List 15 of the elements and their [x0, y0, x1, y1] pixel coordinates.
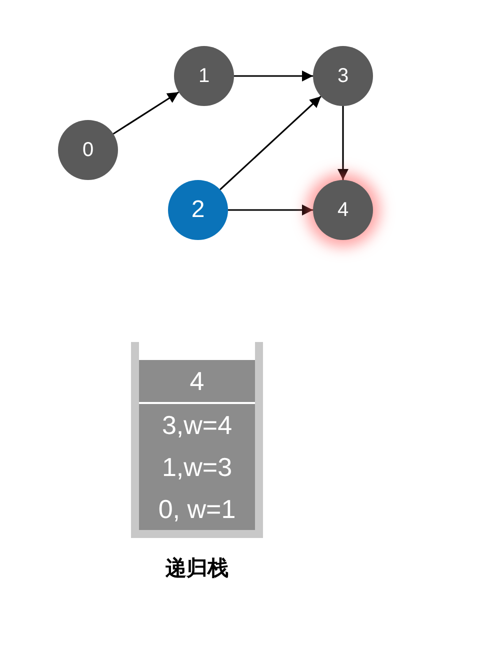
graph-node: 2 [168, 180, 228, 240]
graph-node: 1 [174, 46, 234, 106]
stack-entry: 4 [139, 360, 255, 402]
graph-node: 0 [58, 120, 118, 180]
arrow [228, 204, 313, 216]
stack-entry: 0, w=1 [139, 488, 255, 530]
graph-node: 3 [313, 46, 373, 106]
arrow [337, 106, 349, 180]
arrow [234, 70, 313, 82]
arrow [112, 91, 180, 135]
graph-node: 4 [313, 180, 373, 240]
stack-label: 递归栈 [164, 556, 230, 582]
stack-entry: 1,w=3 [139, 446, 255, 488]
arrow [219, 96, 322, 190]
stack-entry: 3,w=4 [139, 404, 255, 446]
